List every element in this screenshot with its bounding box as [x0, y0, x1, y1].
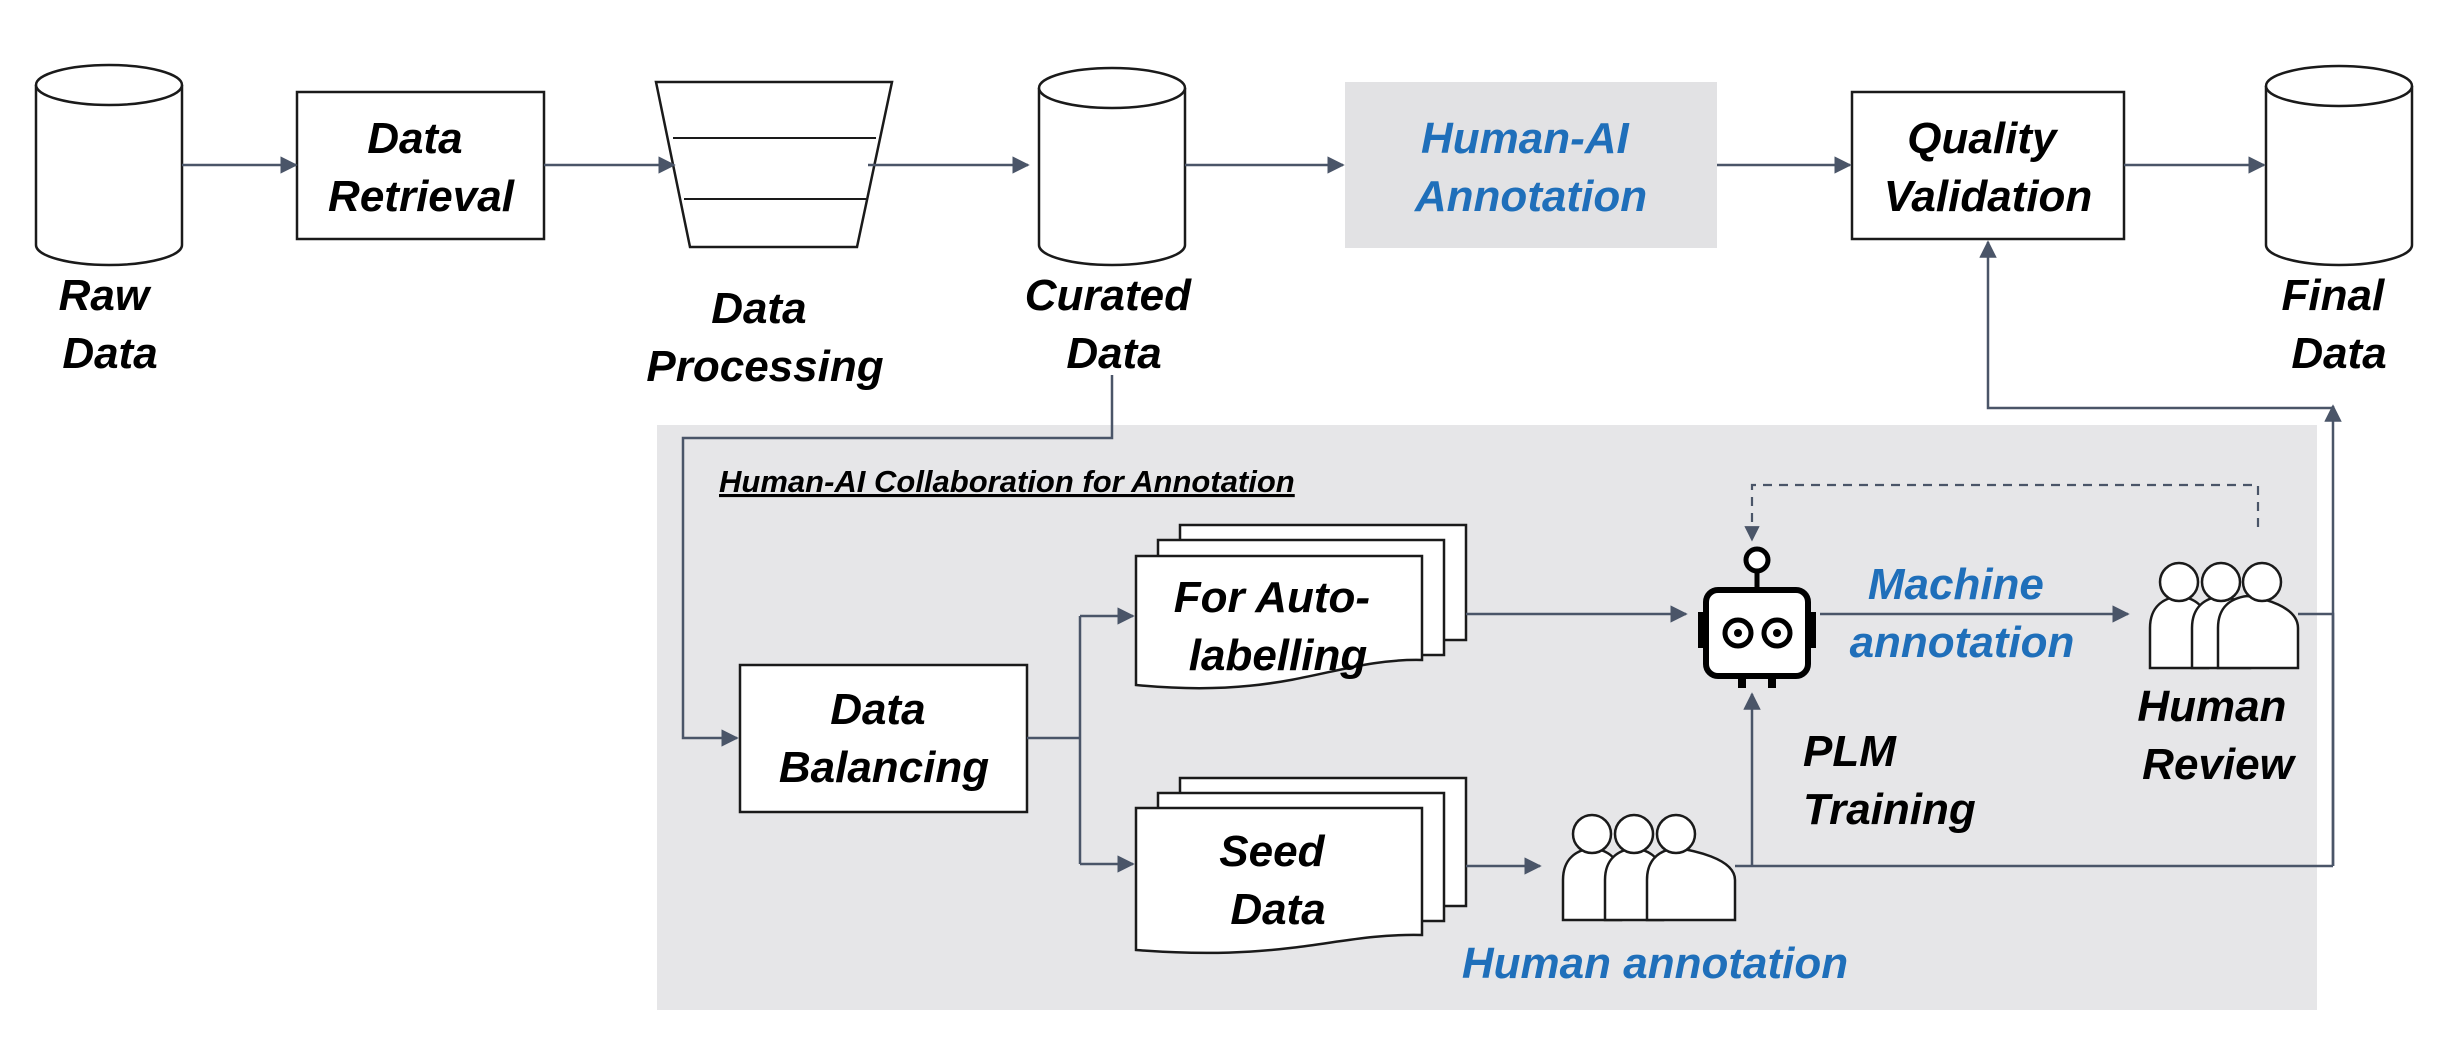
- data-balancing-box: [738, 663, 1029, 814]
- section-title: Human-AI Collaboration for Annotation: [719, 464, 1295, 499]
- quality-validation-box: [1850, 90, 2126, 241]
- human-ai-annotation-label: Human-AI Annotation: [1414, 114, 1647, 221]
- human-review-people-group-icon: [2148, 561, 2300, 670]
- human-ai-annotation-box: [1345, 82, 1717, 248]
- data-balancing-label: Data Balancing: [779, 685, 989, 792]
- seed-data-document-stack-icon: [1134, 776, 1468, 955]
- final-data-label: Final Data: [2282, 271, 2397, 378]
- seed-data-label: Seed Data: [1219, 827, 1336, 934]
- data-processing-label: Data Processing: [646, 284, 883, 391]
- quality-validation-label: Quality Validation: [1884, 114, 2093, 221]
- plm-training-label: PLM Training: [1803, 727, 1976, 834]
- robot-icon: [1698, 546, 1816, 688]
- machine-annotation-label: Machine annotation: [1850, 560, 2075, 667]
- for-autolabelling-document-stack-icon: [1134, 523, 1468, 690]
- human-review-label: Human Review: [2137, 682, 2298, 789]
- human-annotation-people-group-icon: [1561, 813, 1737, 922]
- raw-data-label: Raw Data: [59, 271, 162, 378]
- data-retrieval-label: Data Retrieval: [328, 114, 515, 221]
- final-data-database-icon: [2264, 64, 2414, 267]
- data-retrieval-box: [295, 90, 546, 241]
- human-annotation-label: Human annotation: [1462, 939, 1848, 988]
- data-processing-funnel-icon: [654, 80, 894, 249]
- curated-data-database-icon: [1037, 66, 1187, 267]
- for-autolabelling-label: For Auto- labelling: [1174, 573, 1383, 680]
- curated-data-label: Curated Data: [1025, 271, 1203, 378]
- raw-data-database-icon: [34, 63, 184, 267]
